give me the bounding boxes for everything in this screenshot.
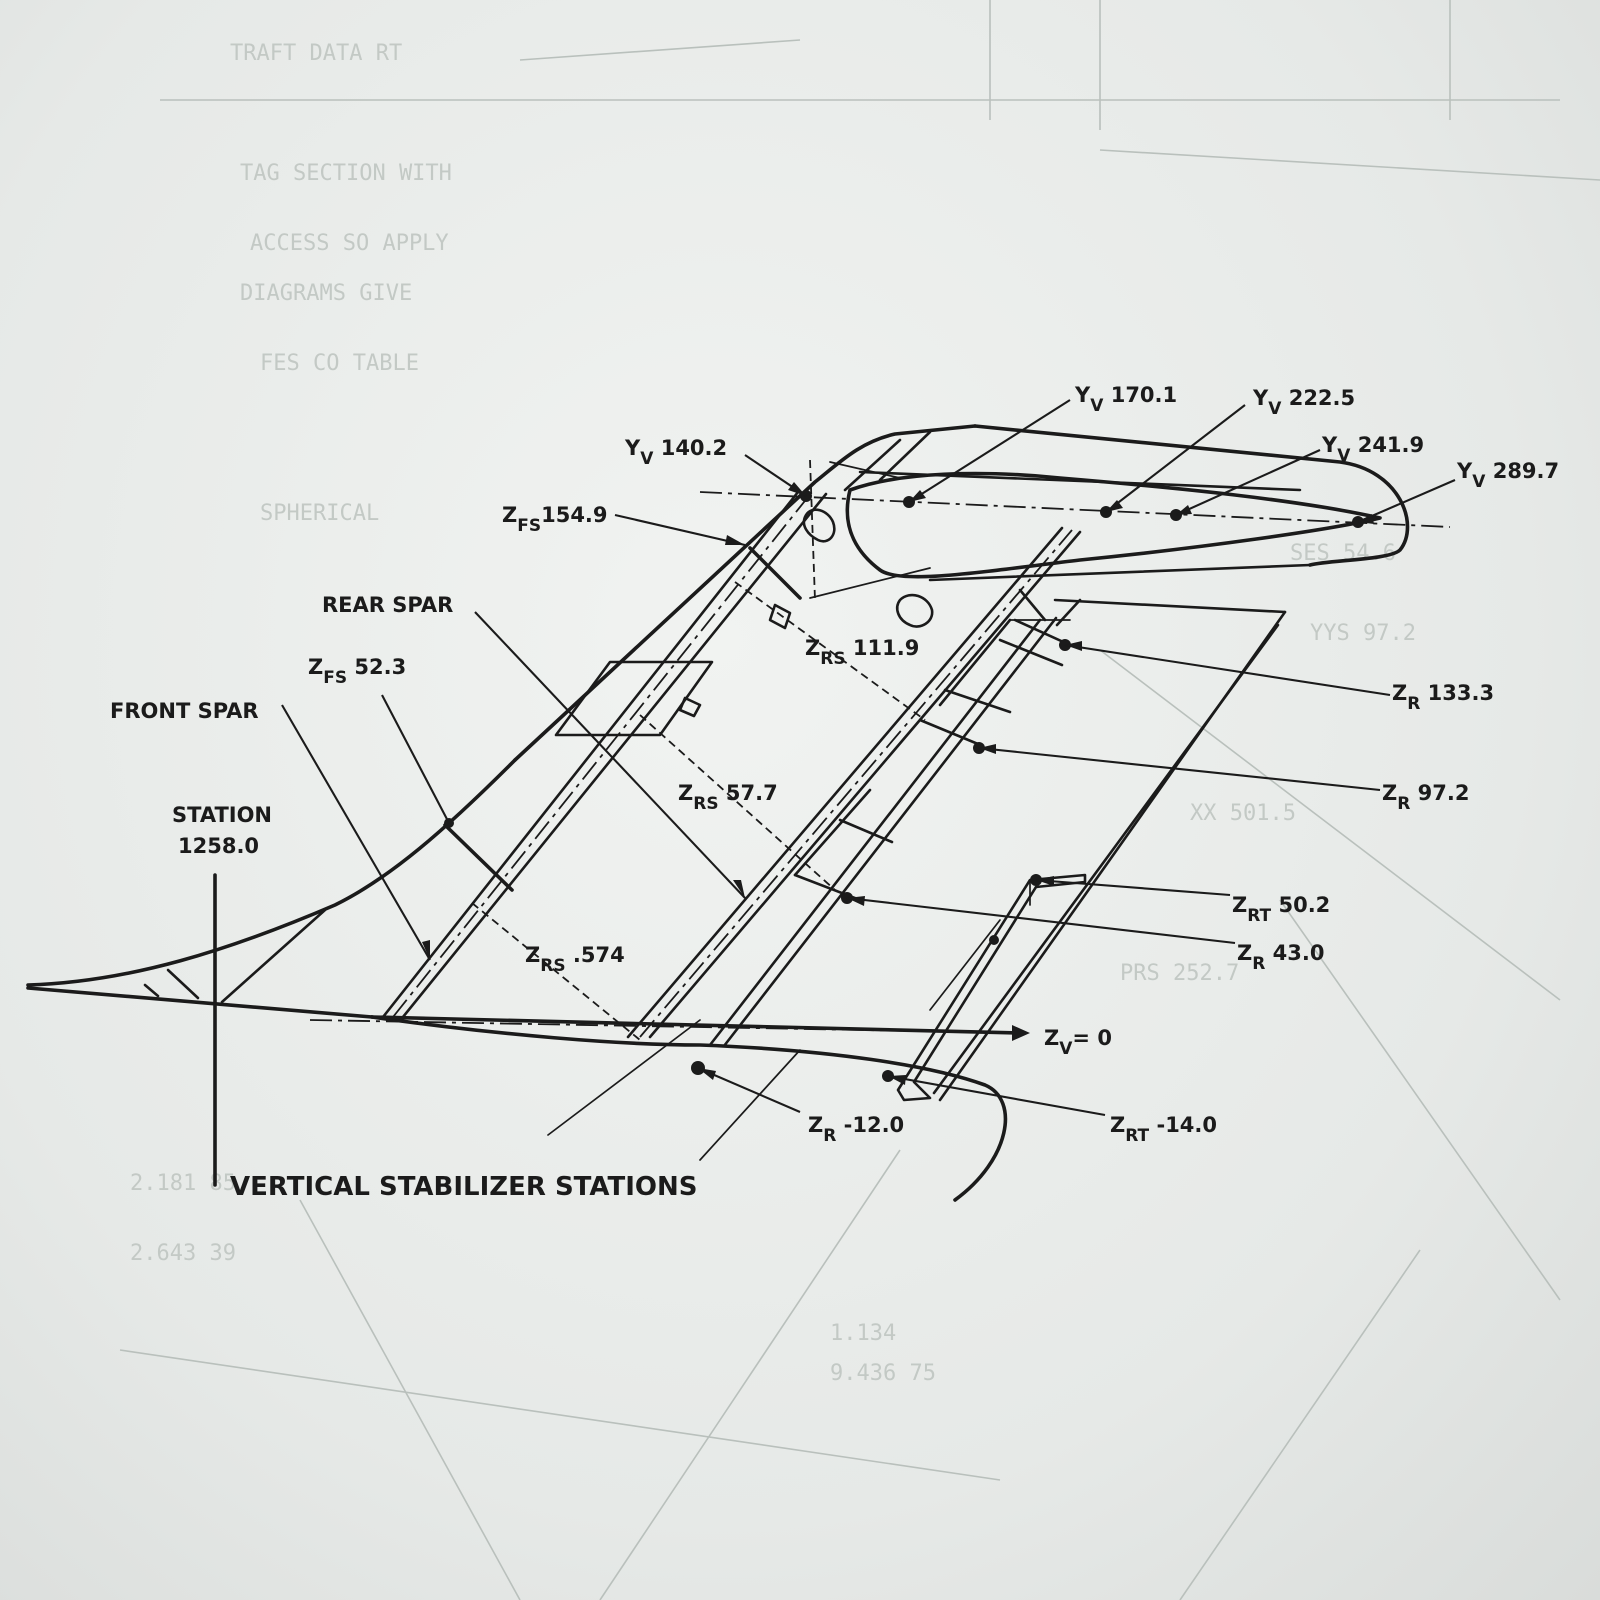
show-through-background: TRAFT DATA RT TAG SECTION WITH ACCESS SO… [119,0,1600,1600]
stabilizer-outline [370,424,1410,1035]
trim-tab [896,873,1087,1102]
rudder [708,588,1287,1102]
arrowheads [422,482,1374,1085]
label-zrt-50: ZRT 50.2 [1232,893,1330,926]
leading-edge-structure [443,508,934,892]
svg-text:9.436 75: 9.436 75 [830,1361,936,1386]
svg-text:2.181 85.: 2.181 85. [130,1171,249,1196]
label-zr-m12: ZR -12.0 [808,1113,904,1146]
label-rear-spar: REAR SPAR [322,593,453,617]
lower-construction-lines [547,919,1001,1161]
svg-text:2.643 39: 2.643 39 [130,1241,236,1266]
svg-text:1.134: 1.134 [830,1321,896,1346]
label-zr-133: ZR 133.3 [1392,681,1494,714]
label-station-value: 1258.0 [178,834,259,858]
diagram-title: VERTICAL STABILIZER STATIONS [230,1172,698,1202]
rear-spar [626,526,1082,1039]
label-zrs-57: ZRS 57.7 [678,781,778,814]
label-zfs-154: ZFS154.9 [502,503,608,536]
label-zrt-m14: ZRT -14.0 [1110,1113,1217,1146]
label-zv-0: ZV= 0 [1044,1026,1112,1059]
label-front-spar: FRONT SPAR [110,699,259,723]
label-yv-140: YV 140.2 [624,436,727,469]
svg-text:ACCESS SO APPLY: ACCESS SO APPLY [250,231,449,256]
label-zrs-111: ZRS 111.9 [805,636,919,669]
svg-text:PRS 252.7: PRS 252.7 [1120,961,1239,986]
front-spar [381,490,828,1019]
svg-text:TAG SECTION WITH: TAG SECTION WITH [240,161,452,186]
ribs [793,618,1072,902]
labels: YV 140.2 YV 170.1 YV 222.5 YV 241.9 YV 2… [110,383,1559,1202]
label-yv-222: YV 222.5 [1252,386,1355,419]
label-yv-289: YV 289.7 [1456,459,1559,492]
svg-text:DIAGRAMS GIVE: DIAGRAMS GIVE [240,281,412,306]
station-points [444,490,1364,1082]
svg-text:FES CO TABLE: FES CO TABLE [260,351,419,376]
tip-fairing [829,430,1382,579]
svg-text:SPHERICAL: SPHERICAL [260,501,379,526]
label-yv-170: YV 170.1 [1074,383,1177,416]
reference-lines [309,459,1451,1041]
svg-text:XX 501.5: XX 501.5 [1190,801,1296,826]
label-yv-241: YV 241.9 [1321,433,1424,466]
svg-text:TRAFT DATA RT: TRAFT DATA RT [230,41,402,66]
label-zr-43: ZR 43.0 [1237,941,1324,974]
label-zrs-574: ZRS .574 [525,943,625,976]
label-zfs-52: ZFS 52.3 [308,655,406,688]
leader-lines [281,399,1456,1117]
label-station: STATION [172,803,272,827]
svg-text:YYS 97.2: YYS 97.2 [1310,621,1416,646]
label-zr-97: ZR 97.2 [1382,781,1469,814]
